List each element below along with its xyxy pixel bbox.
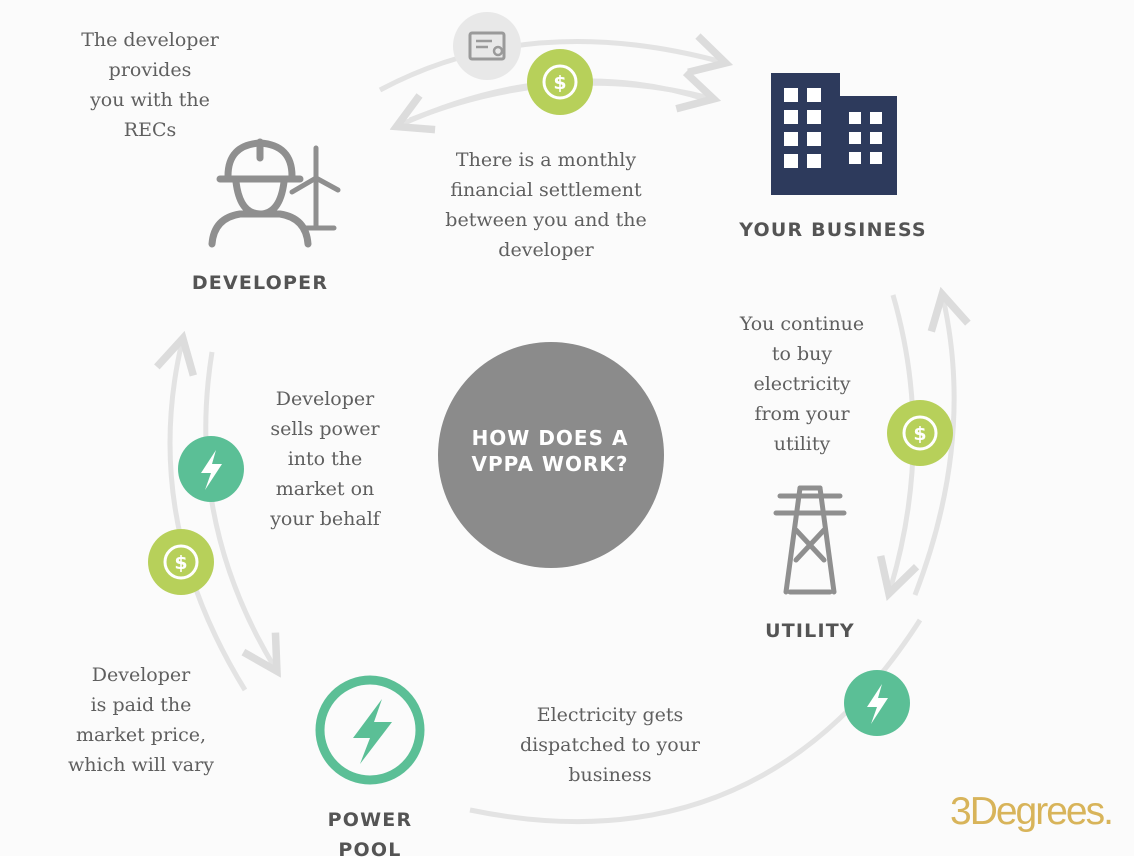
lightning-icon-right [844,670,910,736]
arc-left-down [203,351,275,668]
dollar-icon-right: $ [887,400,953,466]
center-title-line: VPPA WORK? [471,452,629,476]
developer-label-text: DEVELOPER [191,272,329,294]
annotation-line: provides [108,59,192,81]
annotation-sells-power: Developer sells power into the market on… [240,384,410,534]
annotation-line: sells power [270,418,380,440]
transmission-tower-icon [773,485,847,595]
center-title-line: HOW DOES A [471,426,629,450]
annotation-line: There is a monthly [455,149,637,171]
center-title: HOW DOES A VPPA WORK? [440,425,660,477]
annotation-line: is paid the [90,694,192,716]
annotation-line: which will vary [68,754,214,776]
arc-top-to-business [378,42,722,93]
certificate-icon [453,12,521,80]
annotation-line: electricity [753,373,851,395]
brand-logo: 3Degrees. [950,790,1114,834]
annotation-line: dispatched to your [519,734,701,756]
annotation-paid-market: Developer is paid the market price, whic… [36,660,246,780]
annotation-line: to buy [771,343,833,365]
annotation-dispatched: Electricity gets dispatched to your busi… [490,700,730,790]
annotation-line: Developer [275,388,375,410]
worker-icon [208,138,312,248]
annotation-line: into the [287,448,363,470]
annotation-line: market on [275,478,375,500]
utility-label-text: UTILITY [765,620,855,642]
annotation-line: financial settlement [450,179,642,201]
annotation-line: business [568,764,652,786]
annotation-buy-electricity: You continue to buy electricity from you… [712,309,892,459]
annotation-line: between you and the [445,209,647,231]
power-pool-icon [315,675,425,785]
annotation-line: from your [754,403,850,425]
power-pool-label-line: POOL [338,839,402,861]
annotation-line: RECs [123,119,177,141]
wind-turbine-icon [289,145,341,231]
brand-name: 3Degrees [950,790,1105,833]
annotation-line: developer [498,239,594,261]
annotation-settlement: There is a monthly financial settlement … [416,145,676,265]
power-pool-label-line: POWER [327,809,413,831]
developer-label: DEVELOPER [160,268,360,298]
annotation-line: Electricity gets [536,704,684,726]
annotation-line: your behalf [270,508,380,530]
business-label-text: YOUR BUSINESS [739,219,927,241]
power-pool-label: POWER POOL [300,805,440,865]
business-label: YOUR BUSINESS [718,215,948,245]
annotation-recs: The developer provides you with the RECs [40,25,260,145]
arc-right-up [912,298,954,596]
annotation-line: market price, [75,724,207,746]
annotation-line: You continue [739,313,865,335]
dollar-icon-top: $ [527,49,593,115]
buildings-icon [771,73,897,195]
annotation-line: The developer [81,29,219,51]
svg-text:$: $ [174,552,187,574]
brand-suffix: . [1103,790,1114,833]
annotation-line: you with the [90,89,210,111]
dollar-icon-left: $ [148,529,214,595]
svg-text:$: $ [913,423,926,445]
annotation-line: Developer [91,664,191,686]
svg-text:$: $ [553,72,566,94]
utility-label: UTILITY [740,616,880,646]
lightning-icon-left [178,436,244,502]
annotation-line: utility [773,433,831,455]
arc-left-up [170,342,248,692]
center-circle [438,342,664,568]
